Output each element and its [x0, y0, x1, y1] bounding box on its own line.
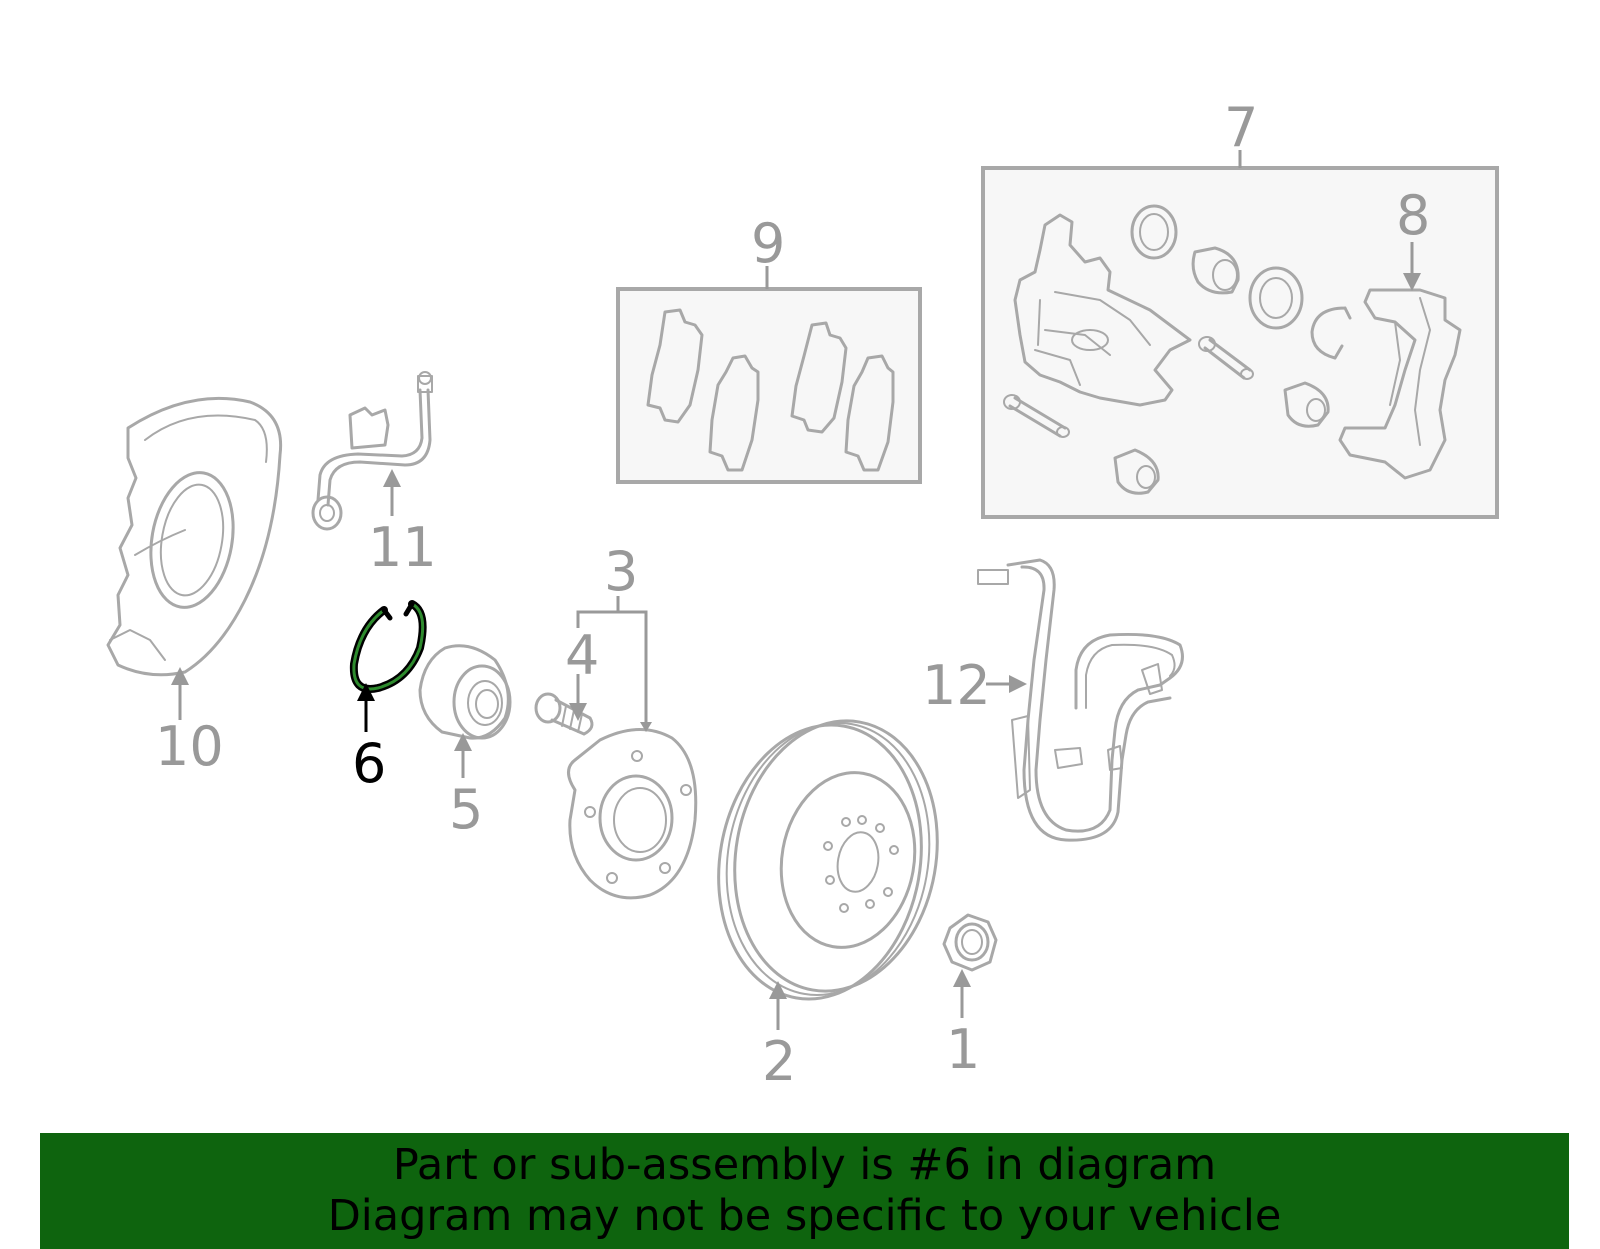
notice-line-part-number: Part or sub-assembly is #6 in diagram [392, 1140, 1217, 1190]
caliper-body [1013, 213, 1192, 407]
hub-nut [942, 913, 998, 972]
caliper-retaining-clip [1310, 306, 1352, 360]
notice-banner: Part or sub-assembly is #6 in diagram Di… [40, 1133, 1569, 1249]
caliper-mounting-bracket [1338, 288, 1462, 480]
brake-hose [311, 371, 433, 531]
caliper-piston [1191, 246, 1240, 295]
callout-12: 12 [922, 654, 991, 717]
snap-ring-highlighted [349, 600, 427, 693]
callout-4: 4 [565, 624, 599, 687]
caliper-assembly-box [981, 166, 1499, 519]
brake-pad-kit-box [616, 287, 922, 484]
wheel-stud [534, 692, 594, 736]
brake-pad-3 [790, 321, 848, 434]
brake-pad-1 [646, 308, 704, 424]
caliper-dust-boot [1248, 266, 1304, 330]
callout-7: 7 [1224, 96, 1258, 159]
caliper-guide-pin-lower [1003, 394, 1070, 438]
abs-sensor [977, 558, 1184, 842]
wheel-bearing [418, 644, 512, 740]
brake-dust-shield [106, 396, 283, 677]
leader-bracket-3 [576, 596, 648, 728]
brake-rotor [717, 719, 939, 1001]
brake-pad-4 [844, 354, 895, 472]
callout-2: 2 [762, 1030, 796, 1093]
leader-arrow-3 [640, 722, 652, 732]
caliper-guide-pin-upper [1198, 336, 1254, 380]
brake-pad-2 [708, 354, 760, 472]
notice-line-disclaimer: Diagram may not be specific to your vehi… [327, 1191, 1282, 1241]
callout-3: 3 [604, 540, 638, 603]
callout-9: 9 [751, 212, 785, 275]
caliper-bushing-upper [1283, 381, 1330, 428]
callout-6: 6 [352, 732, 386, 795]
callout-10: 10 [155, 715, 224, 778]
caliper-bushing-lower [1113, 448, 1160, 495]
wheel-hub [567, 728, 698, 900]
callout-11: 11 [368, 516, 437, 579]
callout-8: 8 [1396, 184, 1430, 247]
caliper-seal-ring [1130, 204, 1178, 260]
callout-5: 5 [449, 778, 483, 841]
callout-1: 1 [946, 1018, 980, 1081]
